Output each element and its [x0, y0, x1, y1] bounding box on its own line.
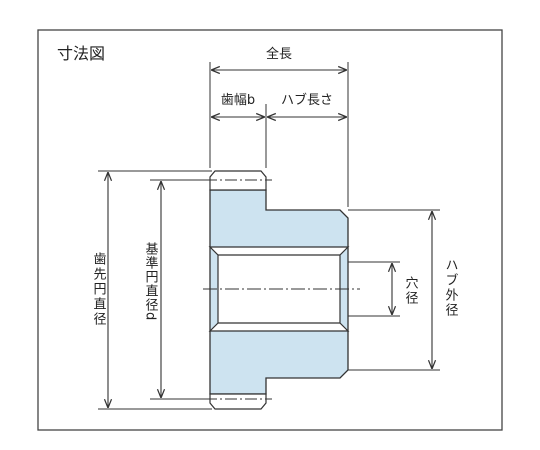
face-width-label: 歯幅b	[221, 93, 255, 108]
drawing-border	[37, 29, 503, 431]
bore-label: 穴径	[403, 276, 419, 306]
pitch-diameter-label: 基準円直径d	[143, 242, 159, 321]
tip-diameter-label: 歯先円直径	[91, 252, 107, 327]
hub-length-label: ハブ長さ	[281, 92, 333, 108]
total-length-label: 全長	[266, 46, 292, 62]
hub-outer-diameter-label: ハブ外径	[443, 258, 459, 318]
gear-teeth-top	[209, 170, 267, 191]
drawing-title: 寸法図	[57, 44, 106, 63]
gear-teeth-bottom	[209, 393, 267, 410]
